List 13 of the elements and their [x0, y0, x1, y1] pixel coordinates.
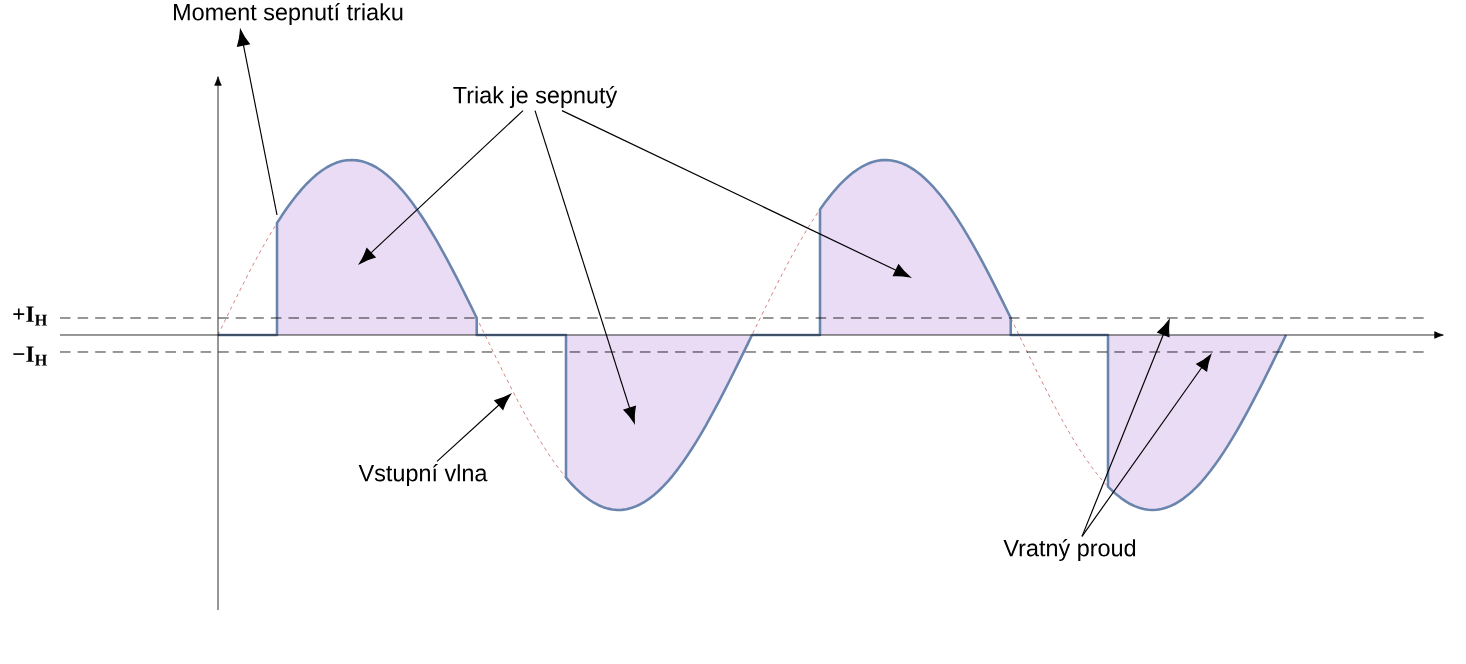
- annotation-text: Triak je sepnutý: [453, 85, 618, 109]
- leader-arrow: [1081, 354, 1212, 537]
- leader-arrow: [436, 394, 511, 462]
- leader-arrow: [534, 110, 636, 424]
- leader-arrow: [1081, 319, 1170, 537]
- annotation-text: Moment sepnutí triaku: [174, 2, 403, 26]
- leader-arrow: [237, 29, 278, 216]
- axis-label: −I$_{H}$: [13, 346, 48, 366]
- annotation-text: Vratný proud: [1003, 538, 1136, 562]
- leader-arrow: [561, 110, 911, 278]
- leader-arrow: [359, 110, 524, 264]
- annotation-text: Vstupní vlna: [358, 463, 488, 487]
- axis-label: +I$_{H}$: [13, 306, 48, 326]
